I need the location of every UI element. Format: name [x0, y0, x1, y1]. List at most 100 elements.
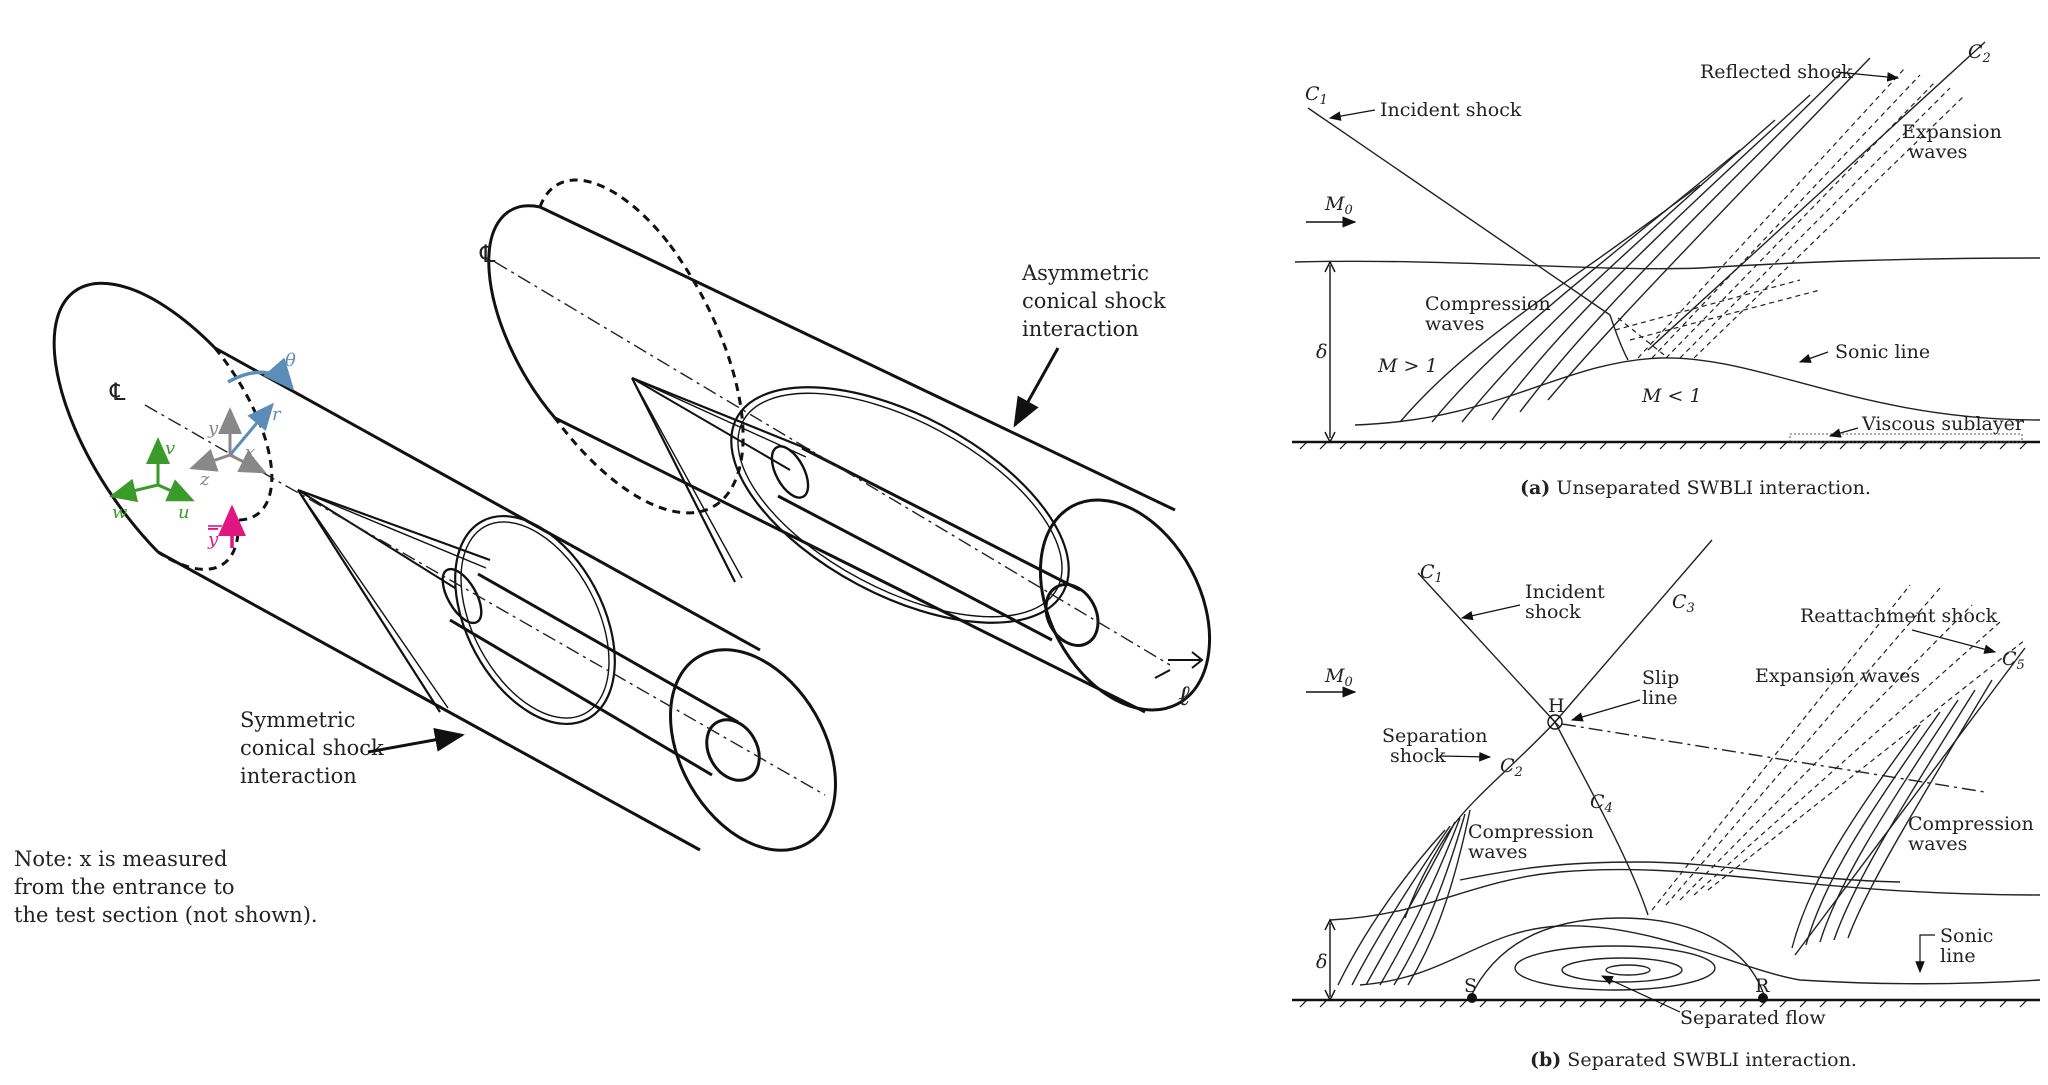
axis-y-label: y [207, 418, 219, 439]
cyl2-entrance-dashed [538, 178, 672, 246]
ell-symbol: ℓ [1178, 679, 1190, 712]
b-separated-flow-label: Separated flow [1680, 1007, 1826, 1029]
cyl2-entrance-solid [487, 204, 557, 419]
b-reattachment-shock-label: Reattachment shock [1800, 605, 1998, 627]
b-S-label: S [1464, 975, 1477, 997]
a-expansion-waves [1614, 67, 1966, 359]
a-wall-hatch [1299, 441, 2028, 450]
axis-v-label: v [165, 438, 175, 459]
u-arrow [157, 479, 195, 502]
label-symmetric: Symmetric conical shock interaction [240, 708, 390, 788]
a-incident-shock [1307, 107, 1611, 316]
b-C2: C2 [1500, 755, 1523, 780]
cyl1-exit [669, 648, 837, 852]
centerline-symbol-2: ℄ [479, 240, 496, 268]
b-sonic-line-label: Sonic line [1940, 925, 1999, 967]
axis-ybar-label: y [207, 529, 219, 550]
axis-x-label: x [245, 442, 255, 463]
cyl2-bottom-edge [554, 416, 1146, 714]
b-bubble-inner-1 [1514, 945, 1716, 991]
a-M-lt-1: M < 1 [1641, 385, 1702, 407]
b-bubble-outer [1469, 917, 1766, 999]
a-M0: M0 [1324, 193, 1353, 218]
coordinate-axes: θ r y z x v w u y [109, 350, 296, 550]
label-asymmetric: Asymmetric conical shock interaction [1021, 261, 1172, 341]
b-wall-hatch [1299, 999, 2028, 1008]
z-arrow [189, 448, 231, 472]
b-H-label: H [1548, 695, 1565, 717]
a-reflected-shock [1647, 41, 1986, 351]
w-arrow [109, 478, 159, 503]
b-sonic-line [1359, 925, 2041, 986]
a-caption: (a) Unseparated SWBLI interaction. [1520, 477, 1871, 499]
b-separation-shock-label: Separation shock [1382, 725, 1494, 767]
a-sonic-line-label: Sonic line [1835, 341, 1930, 363]
b-C1: C1 [1420, 561, 1443, 586]
b-expansion-waves-label: Expansion waves [1755, 665, 1920, 687]
a-reflected-shock-label: Reflected shock [1700, 61, 1853, 83]
panel-b-separated: δ M0 C1 Incident shock C3 Reattachment s… [1292, 539, 2041, 1071]
a-viscous-sublayer-label: Viscous sublayer [1861, 413, 2025, 435]
cyl1-top-edge [214, 346, 761, 652]
b-C5: C5 [2002, 648, 2025, 673]
axis-r-label: r [272, 404, 282, 425]
cyl2-exit [1038, 498, 1212, 712]
cyl1-centerline [144, 404, 826, 796]
b-caption: (b) Separated SWBLI interaction. [1530, 1049, 1857, 1071]
theta-arrow [227, 357, 295, 391]
b-expansion-waves [1651, 584, 2026, 911]
b-compression-waves-right-label: Compression waves [1908, 813, 2040, 855]
a-C2: C2 [1968, 41, 1991, 66]
b-H-point [1547, 714, 1563, 730]
a-delta-label: δ [1316, 341, 1327, 363]
axis-u-label: u [178, 502, 190, 523]
x-arrow [229, 450, 267, 474]
r-arrow [228, 402, 274, 456]
b-C4: C4 [1590, 791, 1613, 816]
a-incident-shock-label: Incident shock [1380, 99, 1522, 121]
a-compression-waves-label: Compression waves [1425, 293, 1557, 335]
a-bl-edge [1294, 257, 2041, 270]
b-compression-waves-left [1337, 809, 1471, 986]
b-bl-edge [1329, 868, 2041, 921]
a-expansion-waves-label: Expansion waves [1902, 121, 2008, 163]
b-slip-line [1561, 723, 1986, 793]
a-compression-waves [1399, 57, 1871, 423]
cylinder-diagram: ℄ ℄ ℓ θ r y z x v w u y Asymmetric [14, 178, 1212, 927]
cyl1-shock-ellipse [454, 514, 616, 726]
b-reattachment-shock [1794, 647, 2026, 956]
b-C4-shock [1554, 721, 1649, 916]
cyl1-entrance-dashed [213, 347, 274, 522]
b-incident-shock [1417, 572, 1556, 723]
note-text: Note: x is measured from the entrance to… [14, 847, 318, 927]
axis-z-label: z [199, 469, 210, 490]
b-C3-shock [1554, 539, 1713, 723]
b-compression-waves-left-label: Compression waves [1468, 821, 1600, 863]
b-incident-shock-label: Incident shock [1525, 581, 1611, 623]
b-delta-label: δ [1316, 951, 1327, 973]
a-viscous-sublayer-band [1789, 433, 2023, 443]
asymmetric-leader [1013, 347, 1060, 428]
asymmetric-cylinder [487, 178, 1212, 714]
cyl2-shock-ellipse [730, 386, 1070, 624]
symmetric-cylinder [52, 281, 837, 852]
axis-w-label: w [112, 502, 128, 523]
b-M0: M0 [1324, 665, 1353, 690]
b-S-point [1467, 993, 1477, 1003]
centerline-symbol-1: ℄ [109, 378, 126, 406]
a-M-gt-1: M > 1 [1377, 355, 1438, 377]
b-compression-waves-right [1791, 679, 1993, 949]
b-C3: C3 [1672, 591, 1695, 616]
cyl2-top-edge [539, 205, 1176, 512]
cyl2-centerline [494, 261, 1171, 666]
a-C1: C1 [1305, 83, 1328, 108]
b-R-point [1758, 993, 1768, 1003]
axis-theta-label: θ [285, 350, 296, 371]
symmetric-leader [367, 727, 465, 754]
panel-a-unseparated: δ M0 C1 Incident shock C2 Reflected shoc… [1292, 41, 2041, 499]
b-slip-line-label: Slip line [1642, 667, 1685, 709]
b-R-label: R [1755, 975, 1770, 997]
cyl1-bottom-edge [157, 550, 701, 852]
cyl1-entrance-solid [52, 281, 217, 554]
